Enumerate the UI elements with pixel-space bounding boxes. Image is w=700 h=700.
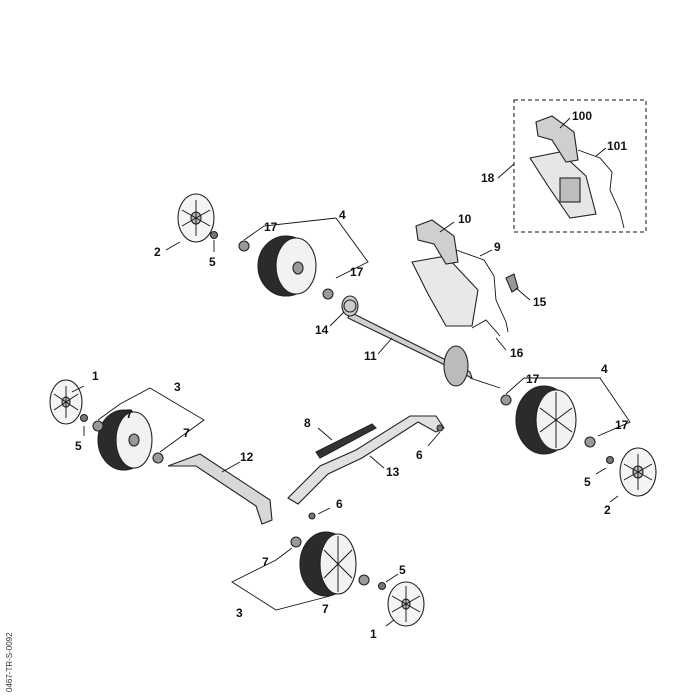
rear-axle bbox=[341, 295, 501, 389]
nut bbox=[308, 512, 316, 520]
nut bbox=[79, 413, 89, 423]
height-adjuster-assembly-inset bbox=[529, 115, 625, 229]
label-2b: 2 bbox=[604, 503, 611, 517]
inset-box bbox=[513, 99, 647, 233]
bushing bbox=[343, 299, 357, 313]
adjuster-lever bbox=[287, 415, 445, 505]
label-11: 11 bbox=[364, 349, 377, 363]
label-3b: 3 bbox=[236, 606, 243, 620]
label-100: 100 bbox=[572, 109, 592, 123]
drawing-code: 0467-TR-S-0092 bbox=[5, 632, 14, 692]
nut bbox=[605, 455, 615, 465]
label-17b: 17 bbox=[350, 265, 364, 279]
nut bbox=[209, 230, 219, 240]
wheel-front-right bbox=[299, 531, 357, 597]
nut bbox=[377, 581, 387, 591]
wheel-rear-left bbox=[257, 235, 317, 297]
label-4b: 4 bbox=[601, 362, 608, 376]
hubcap-front-left bbox=[49, 379, 83, 425]
label-2a: 2 bbox=[154, 245, 161, 259]
label-6a: 6 bbox=[336, 497, 343, 511]
washer bbox=[238, 240, 250, 252]
label-5d: 5 bbox=[399, 563, 406, 577]
washer bbox=[500, 394, 512, 406]
label-15: 15 bbox=[533, 295, 547, 309]
label-7b: 7 bbox=[183, 426, 190, 440]
label-5b: 5 bbox=[584, 475, 591, 489]
label-1b: 1 bbox=[370, 627, 377, 641]
label-5a: 5 bbox=[209, 255, 216, 269]
label-14: 14 bbox=[315, 323, 329, 337]
label-12: 12 bbox=[240, 450, 254, 464]
label-7a: 7 bbox=[126, 407, 133, 421]
label-17c: 17 bbox=[526, 372, 540, 386]
label-9: 9 bbox=[494, 240, 501, 254]
label-13: 13 bbox=[386, 465, 400, 479]
hubcap-front-right bbox=[387, 581, 425, 627]
label-1a: 1 bbox=[92, 369, 99, 383]
label-5c: 5 bbox=[75, 439, 82, 453]
washer bbox=[322, 288, 334, 300]
label-18: 18 bbox=[481, 171, 495, 185]
label-10: 10 bbox=[458, 212, 472, 226]
label-17a: 17 bbox=[264, 220, 278, 234]
wheel-front-left bbox=[97, 409, 153, 471]
washer bbox=[584, 436, 596, 448]
label-4a: 4 bbox=[339, 208, 346, 222]
washer bbox=[152, 452, 164, 464]
label-17d: 17 bbox=[615, 418, 629, 432]
washer bbox=[92, 420, 104, 432]
washer bbox=[358, 574, 370, 586]
wheel-rear-right bbox=[515, 385, 577, 455]
label-3a: 3 bbox=[174, 380, 181, 394]
hubcap-rear-left bbox=[177, 193, 215, 243]
label-101: 101 bbox=[607, 139, 627, 153]
nut bbox=[436, 424, 444, 432]
label-7c: 7 bbox=[262, 555, 269, 569]
hubcap-rear-right bbox=[619, 447, 657, 497]
label-7d: 7 bbox=[322, 602, 329, 616]
label-8: 8 bbox=[304, 416, 311, 430]
label-6b: 6 bbox=[416, 448, 423, 462]
washer bbox=[290, 536, 302, 548]
height-adjuster-assembly bbox=[411, 219, 519, 337]
label-16: 16 bbox=[510, 346, 524, 360]
front-axle bbox=[167, 453, 273, 525]
